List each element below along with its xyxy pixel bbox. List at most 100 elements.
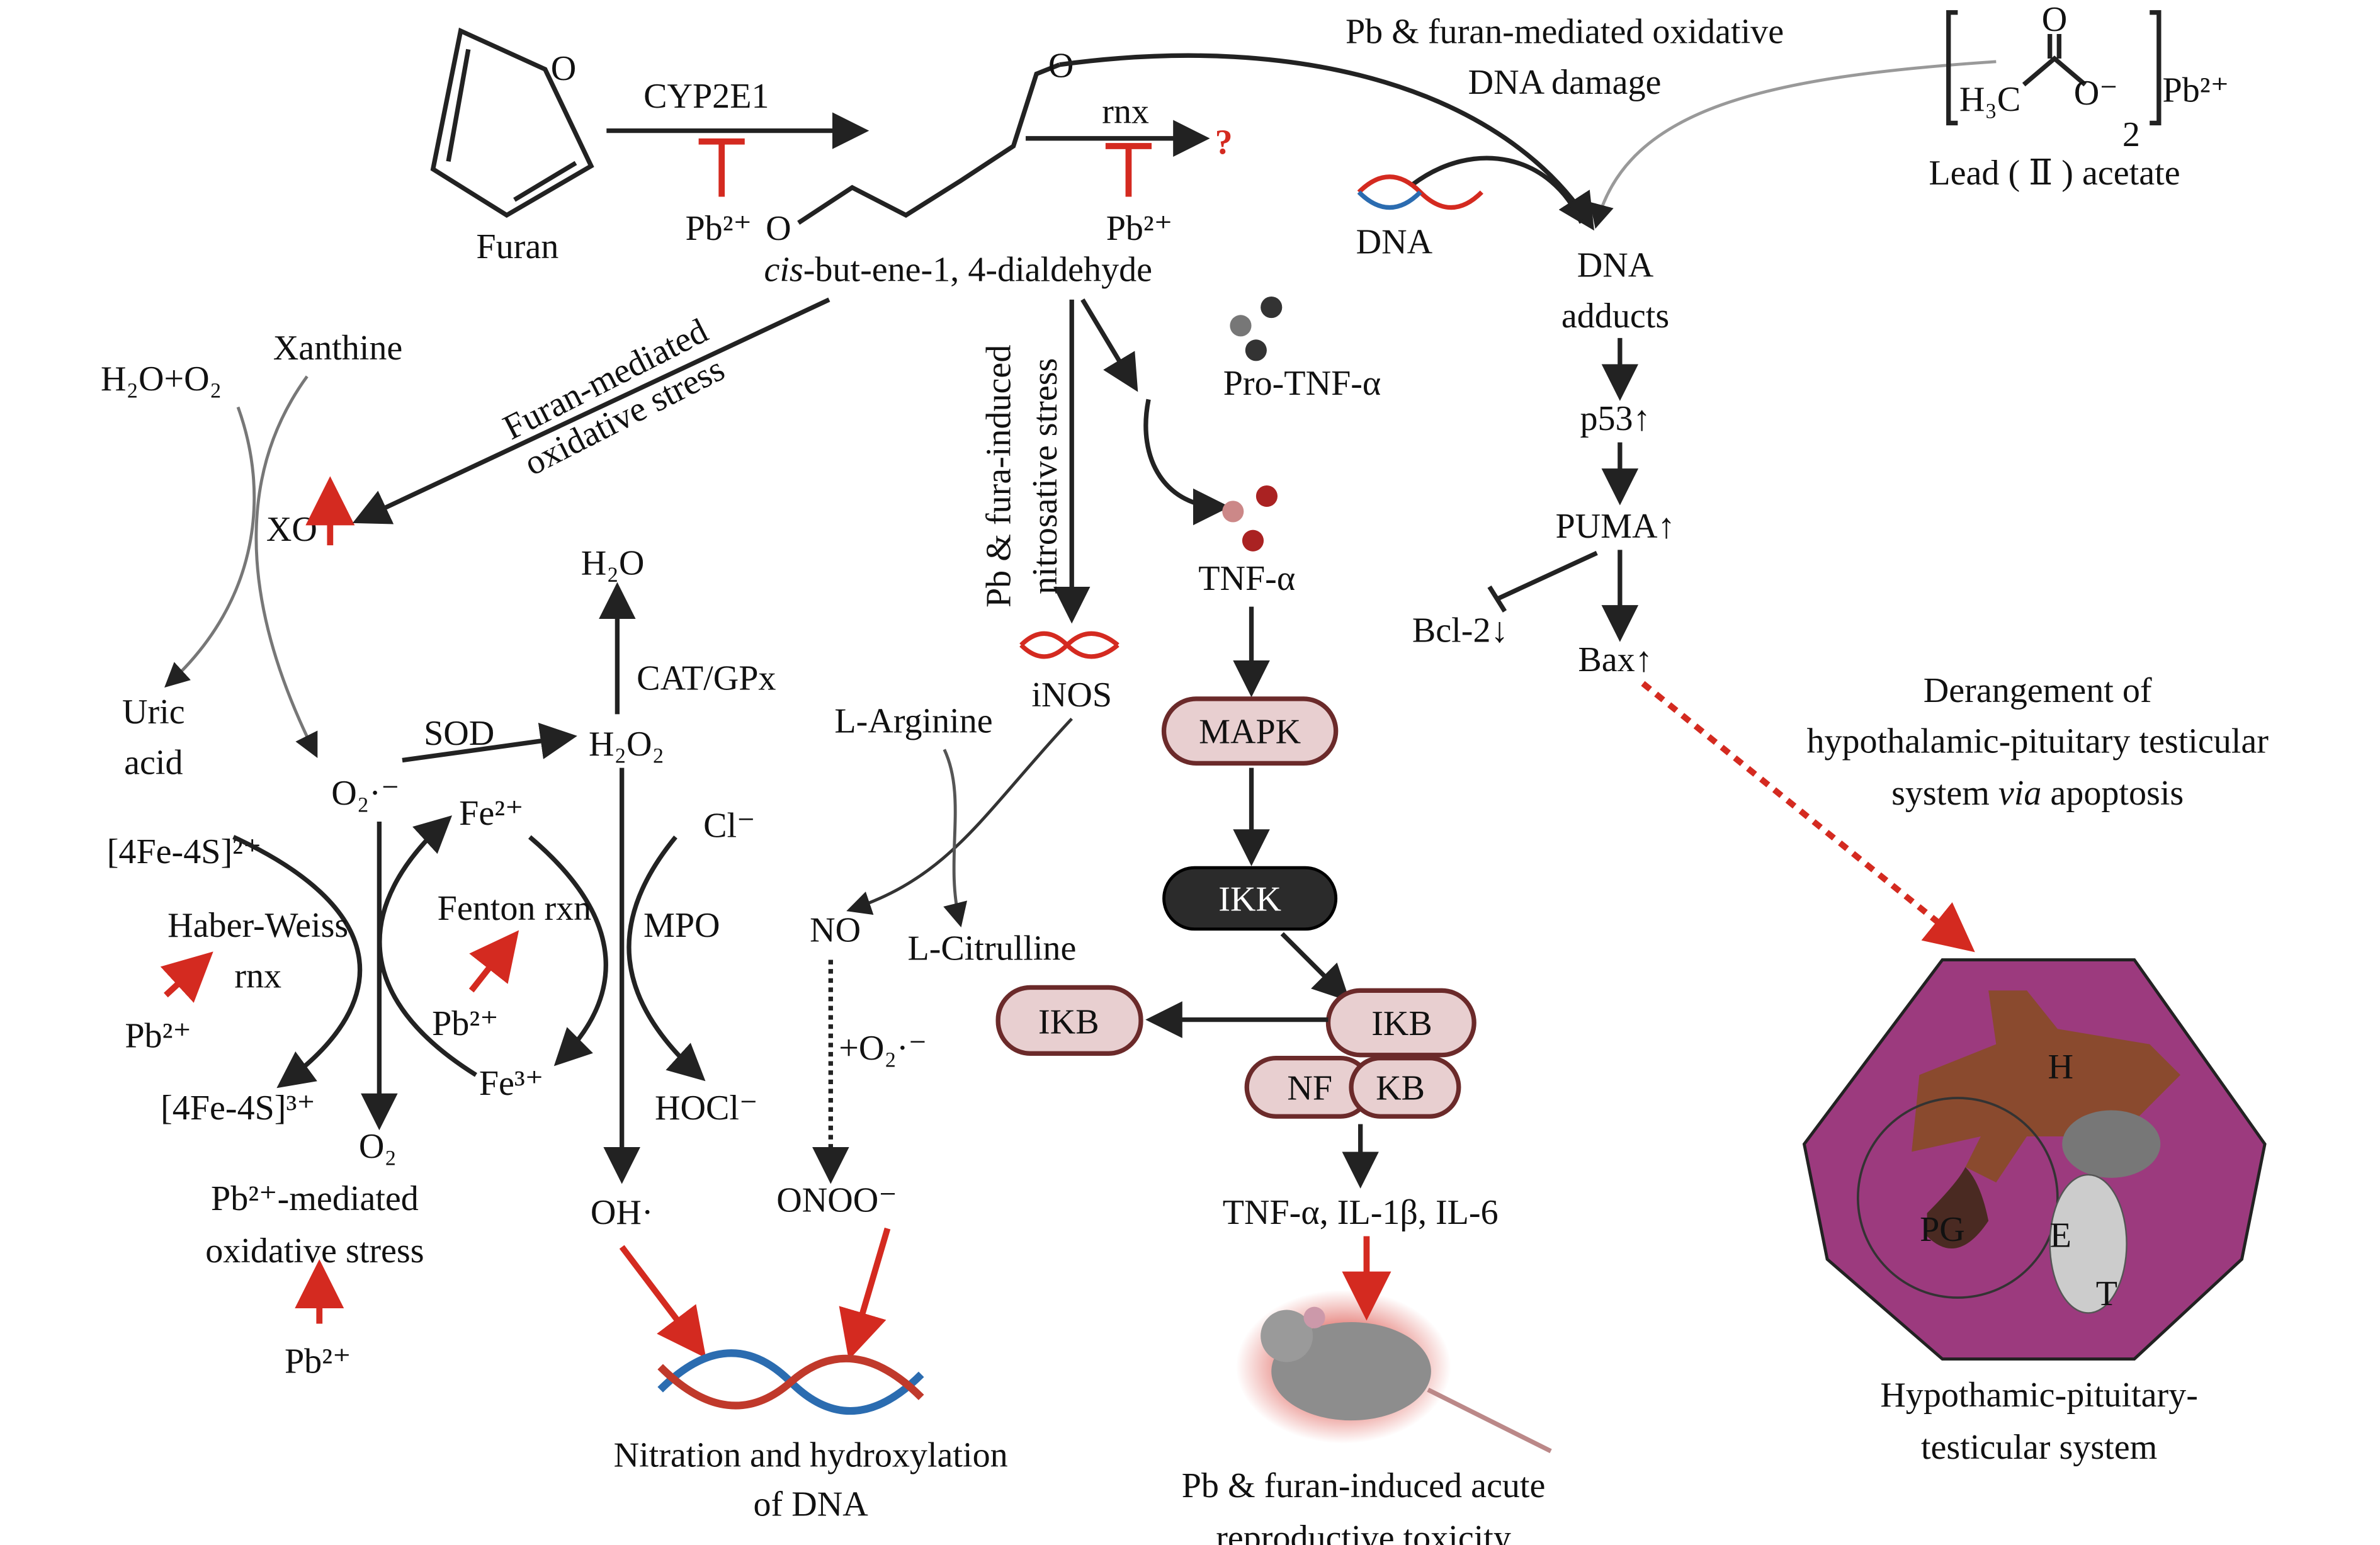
inos-label: iNOS [1031, 676, 1112, 715]
arrow [1589, 60, 1997, 229]
pb-label: Pb²⁺ [432, 1004, 499, 1043]
rnx-label: rnx [1102, 92, 1149, 131]
oxygen-label: O [766, 209, 791, 248]
dna-damage-title: DNA damage [1468, 63, 1662, 102]
derangement-label: system via apoptosis [1891, 774, 2184, 813]
ikb-label: IKB [1038, 1003, 1099, 1042]
pb-label: Pb²⁺ [2163, 71, 2230, 110]
ikk-node [1162, 866, 1338, 931]
hpt-label: Hypothamic-pituitary- [1880, 1376, 2198, 1415]
furan-structure [430, 27, 594, 218]
hydroxyl-label: OH· [591, 1193, 654, 1232]
pb-label: Pb²⁺ [125, 1017, 191, 1056]
testis-label: T [2096, 1274, 2117, 1313]
h3c-label: H₃C [1959, 80, 2020, 119]
arrow [352, 297, 830, 524]
oxygen-label: O⁻ [2074, 74, 2118, 113]
brain-icon [2062, 1110, 2161, 1178]
damage-arrow [839, 1227, 891, 1361]
epididymis-label: E [2050, 1216, 2071, 1255]
arrow [1411, 156, 1584, 224]
furan-label: Furan [476, 227, 558, 266]
pituitary-gland-icon [1927, 1167, 1989, 1248]
bax-label: Bax↑ [1578, 640, 1652, 679]
pb-stress-label: Pb²⁺-mediated [211, 1179, 419, 1218]
subscript-label: 2 [2122, 115, 2140, 154]
h2o-label: H₂O [581, 543, 645, 582]
h2o-o2-label: H₂O+O₂ [101, 359, 222, 399]
dialdehyde-label: cis-but-ene-1, 4-dialdehyde [764, 251, 1152, 290]
dna-label: DNA [1356, 223, 1433, 262]
pb-label: Pb²⁺ [285, 1342, 351, 1381]
sod-arrow [402, 722, 577, 763]
arrow [1280, 932, 1351, 1002]
fe3-label: Fe³⁺ [479, 1064, 544, 1103]
ikb-node [995, 985, 1143, 1056]
mapk-node [1161, 696, 1339, 766]
pb-label: Pb²⁺ [685, 209, 752, 248]
haber-weiss-label: rnx [234, 956, 281, 995]
toxicity-label: reproductive toxicity [1216, 1519, 1511, 1545]
fe2-label: Fe²⁺ [459, 794, 524, 833]
ikb-label: IKB [1371, 1004, 1432, 1043]
dna-helix-icon [657, 1349, 924, 1415]
ikb-node [1325, 988, 1476, 1058]
bcl2-label: Bcl-2↓ [1412, 611, 1509, 650]
pro-tnf-icon [1230, 297, 1283, 361]
p53-label: p53↑ [1580, 399, 1650, 438]
pb-label: Pb²⁺ [1106, 209, 1173, 248]
kb-label: KB [1376, 1068, 1425, 1107]
furan-oxygen: O [551, 49, 577, 88]
testis-icon [2049, 1174, 2128, 1314]
uric-acid-label: acid [124, 743, 183, 782]
lead-acetate-structure [1946, 10, 2162, 126]
superoxide-label: O₂·⁻ [331, 774, 399, 813]
dna-icon [1019, 631, 1119, 659]
arrow [943, 749, 968, 928]
dialdehyde-structure [797, 62, 1061, 225]
l-citrulline-label: L-Citrulline [907, 929, 1076, 968]
apoptosis-arrow [1641, 681, 1975, 953]
arrow [254, 375, 318, 759]
arrow [1059, 53, 1595, 231]
damage-arrow [619, 1245, 706, 1359]
hpt-label: testicular system [1921, 1428, 2157, 1467]
mpo-label: MPO [643, 906, 720, 945]
puma-label: PUMA↑ [1555, 507, 1675, 546]
dna-damage-title: Pb & furan-mediated oxidative [1346, 13, 1784, 52]
dna-adducts-label: DNA [1577, 246, 1654, 285]
no-label: NO [810, 910, 861, 949]
hypothalamus-label: H [2048, 1047, 2073, 1086]
mapk-label: MAPK [1199, 713, 1301, 752]
arrow [232, 835, 363, 1089]
svg-text:Pb & fura-induced: Pb & fura-induced [980, 345, 1019, 608]
derangement-label: hypothalamic-pituitary testicular [1806, 722, 2269, 761]
oxygen-label: O [2042, 0, 2068, 39]
nitration-label: of DNA [754, 1485, 869, 1524]
sod-label: SOD [424, 714, 494, 753]
arrow [846, 717, 1074, 915]
xo-label: XO [266, 510, 317, 549]
uric-acid-label: Uric [122, 693, 185, 732]
dna-icon [1357, 174, 1483, 210]
nf-label: NF [1287, 1068, 1332, 1107]
peroxynitrite-label: ONOO⁻ [776, 1180, 897, 1220]
inhibit-icon [1105, 143, 1152, 197]
pituitary-label: PG [1920, 1210, 1965, 1249]
arrow [1080, 298, 1138, 392]
fes3-label: [4Fe-4S]³⁺ [161, 1089, 315, 1128]
arrow [164, 406, 256, 688]
tnf-label: TNF-α [1198, 559, 1295, 598]
dna-adducts-label: adducts [1561, 297, 1669, 336]
cytokines-label: TNF-α, IL-1β, IL-6 [1223, 1193, 1499, 1232]
arrow [377, 815, 477, 1077]
fenton-label: Fenton rxn [438, 889, 592, 928]
h2o2-label: H₂O₂ [589, 725, 664, 764]
xanthine-label: Xanthine [273, 329, 403, 368]
cyp2e1-label: CYP2E1 [643, 77, 769, 116]
svg-text:nitrosative stress: nitrosative stress [1026, 358, 1065, 594]
inhibit-icon [698, 138, 745, 197]
tnf-icon [1222, 485, 1278, 552]
kb-node [1349, 1055, 1461, 1119]
